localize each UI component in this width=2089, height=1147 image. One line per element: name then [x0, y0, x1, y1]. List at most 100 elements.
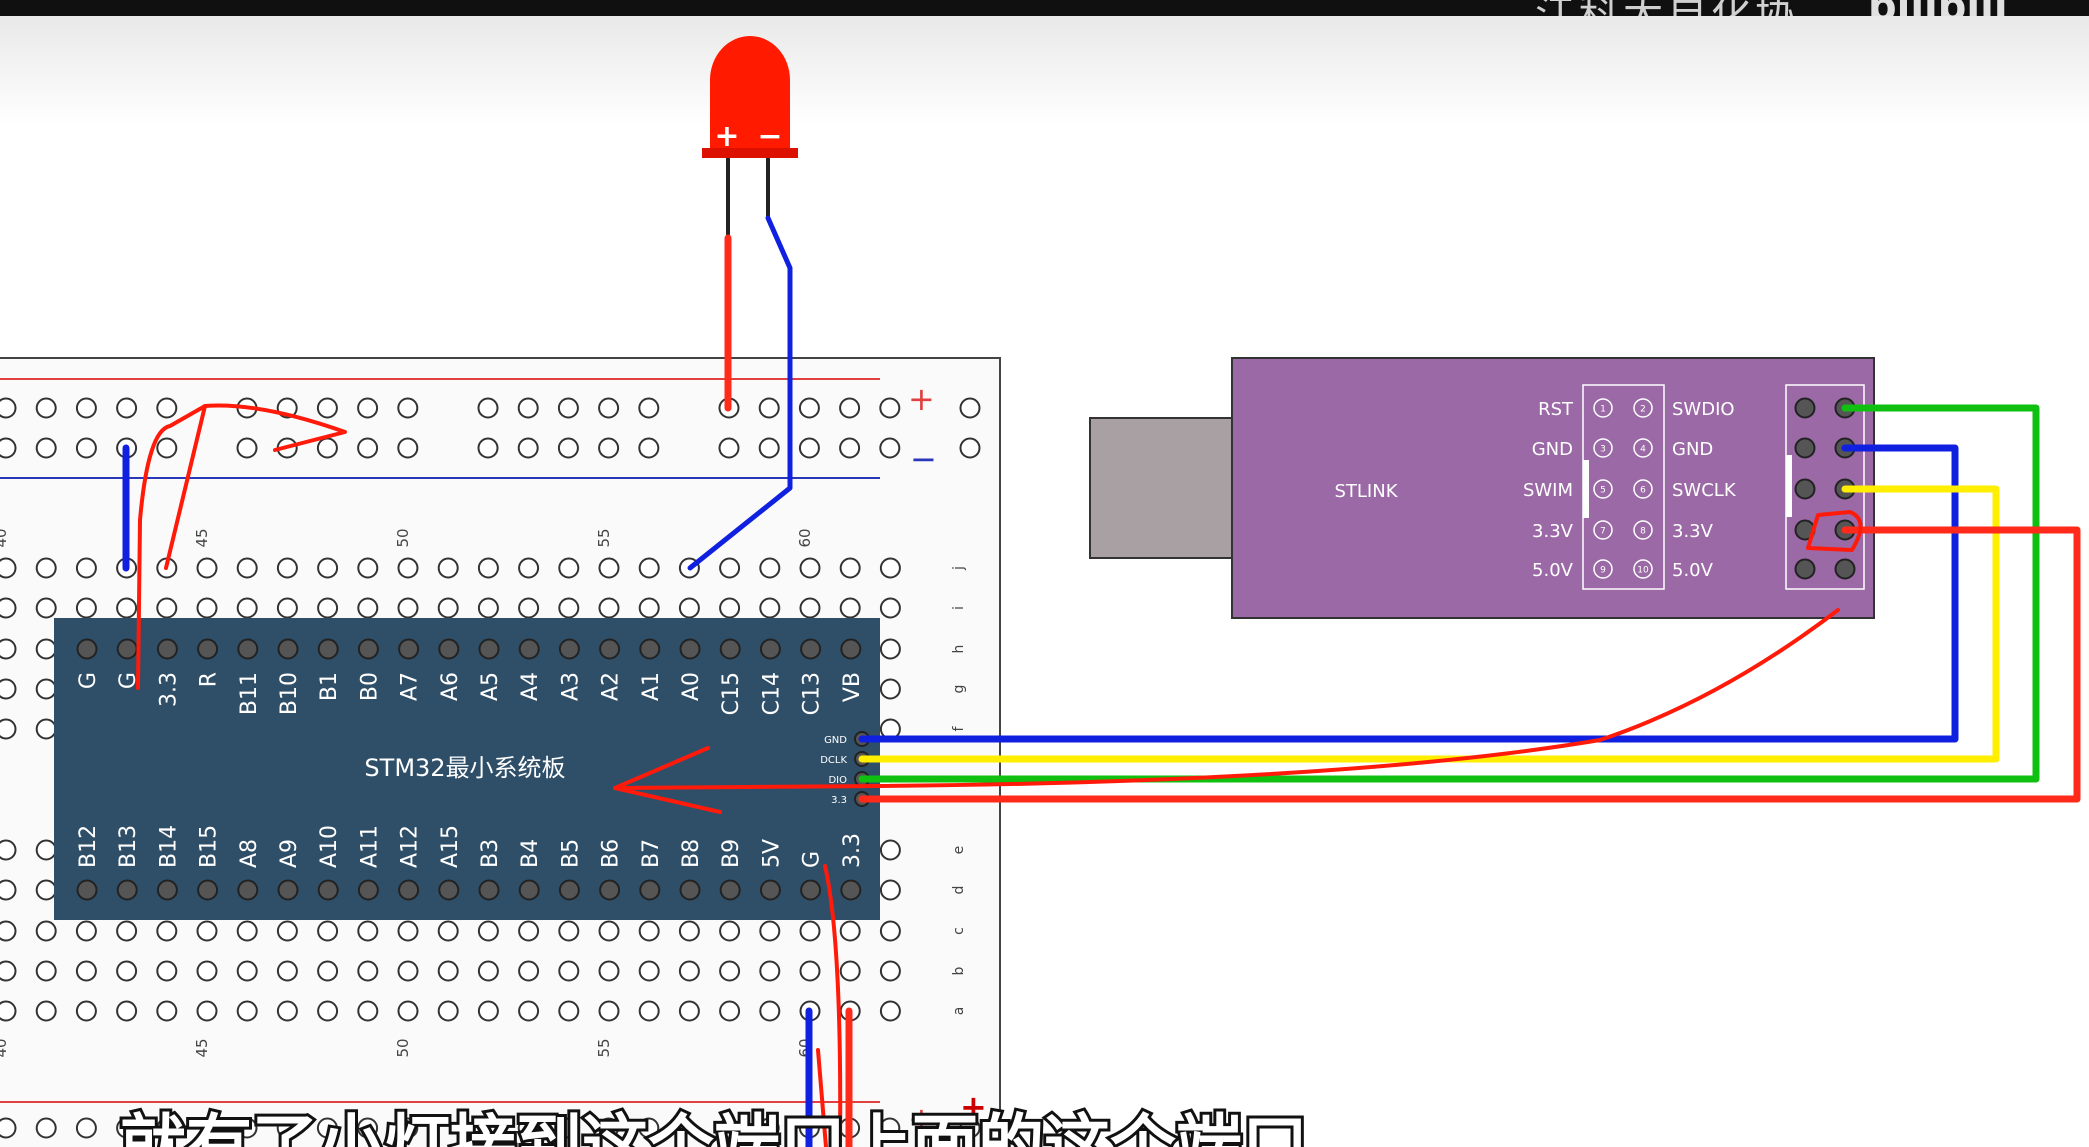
breadboard-hole [477, 920, 499, 942]
board-pin [197, 638, 219, 660]
breadboard-hole [477, 1000, 499, 1022]
rail-hole [316, 1117, 338, 1139]
column-number: 55 [595, 1038, 613, 1057]
board-pin [398, 879, 420, 901]
board-pin-label: B10 [277, 672, 302, 715]
breadboard-hole [397, 1000, 419, 1022]
stlink-connector-pin [1834, 558, 1856, 580]
breadboard-hole [196, 920, 218, 942]
breadboard-hole [35, 638, 57, 660]
breadboard-hole [35, 920, 57, 942]
breadboard-hole [638, 597, 660, 619]
subtitle-text: 就有了小灯接到这个端口上面的这个端口 [120, 1107, 1308, 1147]
breadboard-hole [317, 1000, 339, 1022]
rail-hole [879, 397, 901, 419]
breadboard-hole [35, 960, 57, 982]
stlink-connector-key [1786, 455, 1792, 517]
breadboard-hole [357, 920, 379, 942]
breadboard-hole [719, 597, 741, 619]
debug-pin-label: DIO [828, 775, 847, 786]
rail-hole [879, 437, 901, 459]
stlink-pin-number: 5 [1600, 486, 1606, 496]
breadboard-hole [116, 1000, 138, 1022]
rail-hole [236, 437, 258, 459]
rail-hole [959, 397, 981, 419]
breadboard-hole [397, 597, 419, 619]
board-pin-label: B8 [679, 839, 704, 868]
breadboard-hole [518, 960, 540, 982]
breadboard-hole [196, 960, 218, 982]
board-pin [116, 879, 138, 901]
breadboard-hole [35, 1000, 57, 1022]
rail-hole [557, 437, 579, 459]
board-pin [679, 638, 701, 660]
breadboard-hole [317, 597, 339, 619]
breadboard-hole [437, 557, 459, 579]
breadboard-hole [598, 960, 620, 982]
stlink-pin-number: 6 [1640, 486, 1646, 496]
row-letter: a [951, 1007, 967, 1016]
board-pin-label: C15 [719, 672, 744, 715]
breadboard-hole [879, 920, 901, 942]
board-pin [357, 879, 379, 901]
board-pin [719, 879, 741, 901]
column-number: 45 [193, 528, 211, 547]
breadboard-hole [437, 597, 459, 619]
stlink-pin-ring [1593, 520, 1613, 540]
breadboard-hole [598, 597, 620, 619]
breadboard-hole [759, 1000, 781, 1022]
breadboard-hole [397, 920, 419, 942]
stlink-connector-pin [1794, 397, 1816, 419]
board-pin [800, 638, 822, 660]
rail-hole [0, 1117, 17, 1139]
breadboard-hole [236, 557, 258, 579]
subtitle-layer: 就有了小灯接到这个端口上面的这个端口 [117, 1104, 1311, 1147]
stlink-pin-number: 3 [1600, 445, 1606, 455]
board-pin [840, 879, 862, 901]
rail-hole [718, 437, 740, 459]
breadboard-hole [678, 960, 700, 982]
breadboard-hole [156, 920, 178, 942]
breadboard-hole [0, 557, 17, 579]
breadboard-hole [196, 557, 218, 579]
rail-plus-label: + [908, 380, 935, 418]
rail-hole [598, 1117, 620, 1139]
rail-hole [156, 397, 178, 419]
rail-hole [879, 1117, 901, 1139]
board-pin-label: B1 [317, 672, 342, 701]
row-letter: g [951, 685, 967, 694]
board-pin-label: 3.3 [156, 672, 181, 707]
rail-hole [236, 1117, 258, 1139]
rail-hole [477, 1117, 499, 1139]
board-pin-label: B14 [156, 825, 181, 868]
rail-hole [477, 397, 499, 419]
board-pin [237, 638, 259, 660]
breadboard-hole [75, 557, 97, 579]
rail-hole [557, 397, 579, 419]
board-pin-label: A1 [639, 672, 664, 701]
board-pin-label: B4 [518, 839, 543, 868]
breadboard-hole [558, 597, 580, 619]
board-pin [116, 638, 138, 660]
stlink-pin-number: 2 [1640, 405, 1646, 415]
board-body [54, 618, 880, 920]
board-pin-label: B6 [599, 839, 624, 868]
rail-hole [397, 437, 419, 459]
breadboard-hole [839, 557, 861, 579]
led-cathode-wire [687, 215, 793, 571]
breadboard-hole [276, 920, 298, 942]
power-3v3-wire [858, 526, 2081, 803]
rail-hole [598, 397, 620, 419]
breadboard-hole [638, 557, 660, 579]
breadboard-hole [35, 718, 57, 740]
breadboard-hole [116, 920, 138, 942]
board-pin-label: A11 [357, 825, 382, 868]
breadboard-hole [598, 920, 620, 942]
breadboard-hole [518, 597, 540, 619]
breadboard-hole [477, 597, 499, 619]
breadboard-hole [719, 557, 741, 579]
rail-hole [397, 1117, 419, 1139]
board-pin [317, 879, 339, 901]
board-pin-label: B0 [357, 672, 382, 701]
board-pin-label: A10 [317, 825, 342, 868]
